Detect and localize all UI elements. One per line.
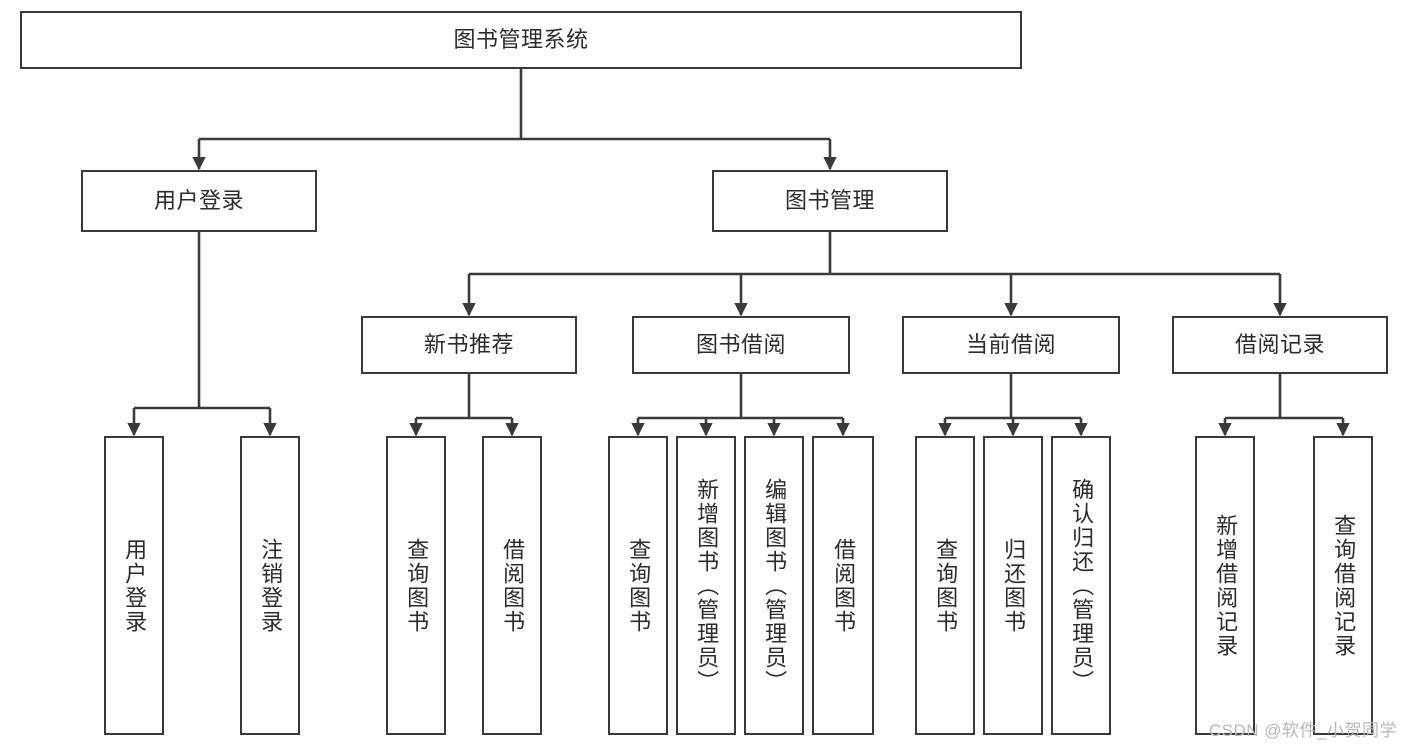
node-label-book-borrow: 图书借阅 [695, 331, 786, 357]
node-label-leaf-add-book-admin: 新增图书（管理员） [694, 477, 720, 694]
node-label-leaf-borrow-book-recommend: 借阅图书 [500, 537, 526, 634]
node-label-borrow-record: 借阅记录 [1234, 331, 1325, 357]
node-current-borrow[interactable]: 当前借阅 [902, 316, 1120, 374]
node-leaf-confirm-return-admin[interactable]: 确认归还（管理员） [1051, 436, 1111, 735]
node-label-user-login: 用户登录 [153, 187, 244, 213]
node-leaf-query-borrow-record[interactable]: 查询借阅记录 [1313, 436, 1373, 735]
node-leaf-logout[interactable]: 注销登录 [240, 436, 300, 735]
node-leaf-query-book-current[interactable]: 查询图书 [915, 436, 975, 735]
node-label-leaf-add-borrow-record: 新增借阅记录 [1213, 513, 1239, 658]
node-label-leaf-query-book-current: 查询图书 [933, 537, 959, 634]
node-leaf-borrow-book-recommend[interactable]: 借阅图书 [482, 436, 542, 735]
node-user-login[interactable]: 用户登录 [81, 170, 317, 232]
node-label-leaf-confirm-return-admin: 确认归还（管理员） [1069, 477, 1095, 694]
node-label-leaf-edit-book-admin: 编辑图书（管理员） [762, 477, 788, 694]
node-new-book-recommend[interactable]: 新书推荐 [361, 316, 577, 374]
node-book-management[interactable]: 图书管理 [712, 170, 948, 232]
node-label-current-borrow: 当前借阅 [965, 331, 1056, 357]
node-label-leaf-query-book-recommend: 查询图书 [404, 537, 430, 634]
node-borrow-record[interactable]: 借阅记录 [1172, 316, 1388, 374]
node-root[interactable]: 图书管理系统 [20, 11, 1022, 69]
node-leaf-user-login[interactable]: 用户登录 [104, 436, 164, 735]
node-label-leaf-borrow-book: 借阅图书 [831, 537, 857, 634]
node-label-leaf-user-login: 用户登录 [122, 537, 148, 634]
node-leaf-query-book-borrow[interactable]: 查询图书 [608, 436, 668, 735]
node-label-leaf-query-borrow-record: 查询借阅记录 [1331, 513, 1357, 658]
connector-group [127, 69, 1350, 437]
node-label-book-management: 图书管理 [784, 187, 875, 213]
node-leaf-borrow-book[interactable]: 借阅图书 [812, 436, 874, 735]
node-label-new-book-recommend: 新书推荐 [423, 331, 514, 357]
node-label-leaf-logout: 注销登录 [258, 537, 284, 634]
node-leaf-edit-book-admin[interactable]: 编辑图书（管理员） [744, 436, 804, 735]
node-label-root: 图书管理系统 [453, 26, 589, 52]
node-label-leaf-query-book-borrow: 查询图书 [626, 537, 652, 634]
node-leaf-add-borrow-record[interactable]: 新增借阅记录 [1195, 436, 1255, 735]
node-leaf-add-book-admin[interactable]: 新增图书（管理员） [676, 436, 736, 735]
node-leaf-return-book[interactable]: 归还图书 [983, 436, 1043, 735]
node-book-borrow[interactable]: 图书借阅 [632, 316, 850, 374]
node-label-leaf-return-book: 归还图书 [1001, 537, 1027, 634]
node-leaf-query-book-recommend[interactable]: 查询图书 [386, 436, 446, 735]
